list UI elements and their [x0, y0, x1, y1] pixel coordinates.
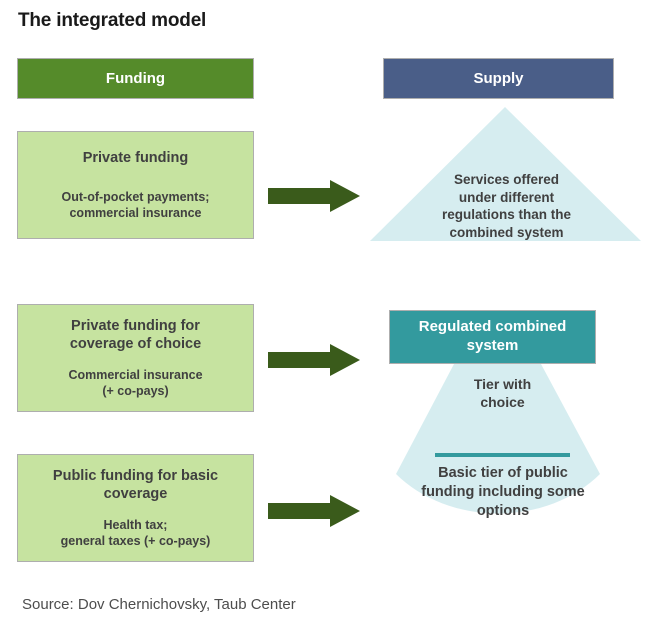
- funding-column-header: Funding: [17, 58, 254, 99]
- funding-panel-choice-subtitle: Commercial insurance(+ co-pays): [68, 368, 203, 399]
- cone-divider-line: [435, 453, 570, 457]
- arrow-choice-funding-to-regulated-icon: [268, 344, 360, 376]
- supply-column-header: Supply: [383, 58, 614, 99]
- supply-header-label: Supply: [473, 70, 524, 87]
- funding-panel-private: Private funding Out-of-pocket payments;c…: [17, 131, 254, 239]
- funding-panel-public-subtitle: Health tax;general taxes (+ co-pays): [60, 518, 211, 549]
- arrow-public-funding-to-regulated-icon: [268, 495, 360, 527]
- source-caption: Source: Dov Chernichovsky, Taub Center: [22, 596, 296, 613]
- funding-panel-private-subtitle: Out-of-pocket payments;commercial insura…: [61, 190, 210, 221]
- arrow-private-funding-to-supply-icon: [268, 180, 360, 212]
- funding-header-label: Funding: [105, 70, 166, 87]
- page-title: The integrated model: [18, 10, 207, 31]
- funding-panel-private-title: Private funding: [82, 149, 189, 166]
